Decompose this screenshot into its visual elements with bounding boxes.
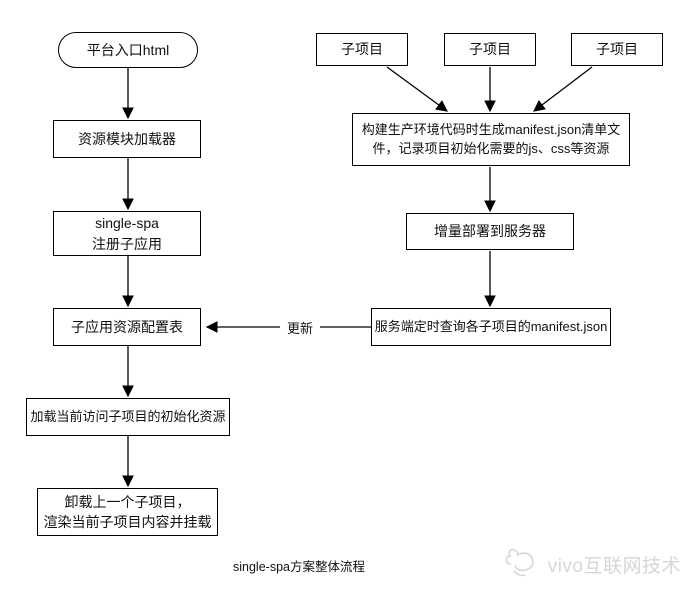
watermark: vivo互联网技术 xyxy=(504,544,681,584)
node-unload-line1: 卸载上一个子项目， xyxy=(64,493,191,510)
node-poll-manifest: 服务端定时查询各子项目的manifest.json xyxy=(371,308,611,346)
node-sub-project-3: 子项目 xyxy=(571,33,663,66)
node-incremental-deploy: 增量部署到服务器 xyxy=(406,213,574,250)
diagram-caption: single-spa方案整体流程 xyxy=(233,560,365,574)
node-single-spa-register-line2: 注册子应用 xyxy=(92,235,162,252)
node-sub-project-2: 子项目 xyxy=(444,33,536,66)
node-build-manifest: 构建生产环境代码时生成manifest.json清单文件，记录项目初始化需要的j… xyxy=(352,113,630,166)
node-platform-entry: 平台入口html xyxy=(58,32,198,68)
node-single-spa-register: single-spa 注册子应用 xyxy=(53,211,201,256)
node-subapp-resource-config-table: 子应用资源配置表 xyxy=(53,308,201,346)
arrow-sub3-to-build xyxy=(533,66,593,112)
edge-label-update: 更新 xyxy=(280,318,321,337)
vivo-logo-icon xyxy=(505,548,534,577)
node-sub-project-1: 子项目 xyxy=(316,33,408,66)
node-single-spa-register-line1: single-spa xyxy=(95,215,159,232)
arrow-sub1-to-build xyxy=(386,66,448,112)
node-load-init-resources: 加载当前访问子项目的初始化资源 xyxy=(26,398,230,436)
node-unload-and-render: 卸载上一个子项目， 渲染当前子项目内容并挂载 xyxy=(37,488,218,536)
node-unload-line2: 渲染当前子项目内容并挂载 xyxy=(43,514,212,530)
node-resource-module-loader: 资源模块加载器 xyxy=(53,120,201,158)
watermark-text: vivo互联网技术 xyxy=(547,555,681,577)
